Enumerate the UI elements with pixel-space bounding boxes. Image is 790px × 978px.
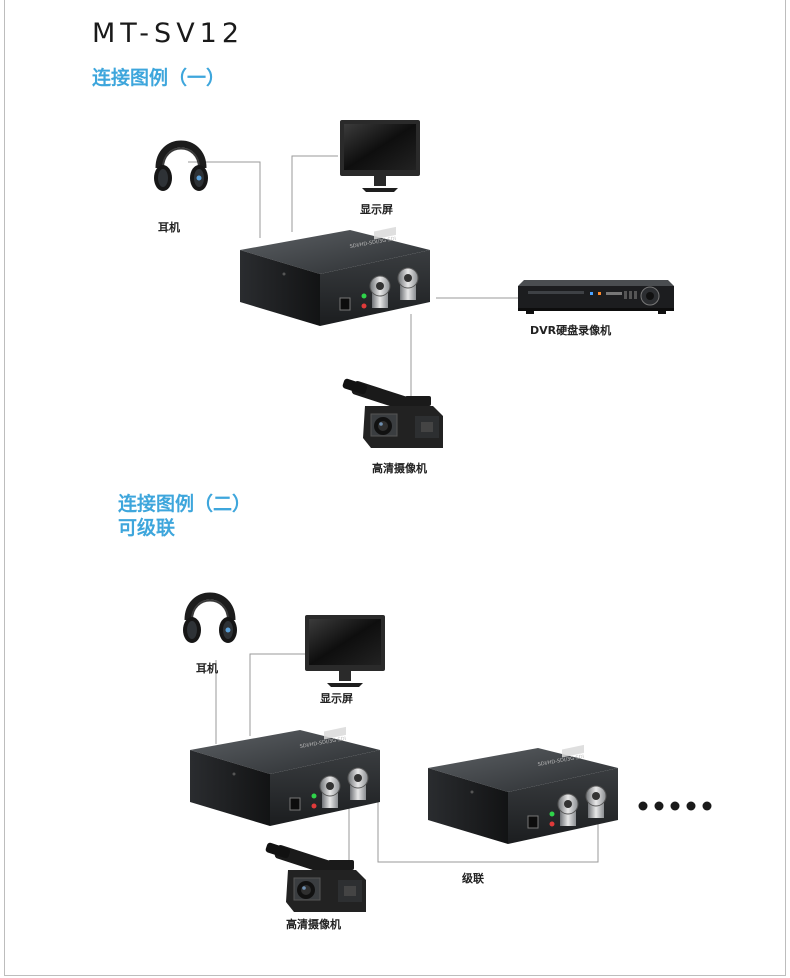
caption-dvr: DVR硬盘录像机 bbox=[530, 324, 612, 337]
caption-headphones: 耳机 bbox=[196, 662, 218, 675]
cascaded-converter-device bbox=[427, 744, 619, 845]
caption-monitor: 显示屏 bbox=[360, 203, 393, 216]
model-title: MT-SV12 bbox=[92, 18, 245, 49]
page-frame bbox=[4, 0, 786, 976]
diagram2-title: 连接图例（二） bbox=[118, 493, 252, 515]
diagram1-lines bbox=[188, 155, 520, 396]
caption-cascade: 级联 bbox=[462, 872, 484, 885]
converter-device bbox=[239, 226, 431, 327]
caption-headphones: 耳机 bbox=[158, 221, 180, 234]
dvr-icon bbox=[517, 279, 675, 315]
camcorder-icon bbox=[264, 841, 367, 913]
headphones-icon bbox=[154, 144, 208, 191]
monitor-icon bbox=[340, 120, 420, 192]
converter-device bbox=[189, 726, 381, 827]
caption-camera: 高清摄像机 bbox=[372, 462, 427, 475]
caption-monitor: 显示屏 bbox=[320, 692, 353, 705]
camcorder-icon bbox=[341, 377, 444, 449]
monitor-icon bbox=[305, 615, 385, 687]
headphones-icon bbox=[183, 596, 237, 643]
diagram1-title: 连接图例（一） bbox=[92, 67, 226, 89]
diagram2-subtitle: 可级联 bbox=[118, 517, 176, 539]
more-devices-dots bbox=[638, 801, 712, 811]
caption-camera: 高清摄像机 bbox=[286, 918, 341, 931]
diagram2-lines bbox=[215, 653, 599, 864]
